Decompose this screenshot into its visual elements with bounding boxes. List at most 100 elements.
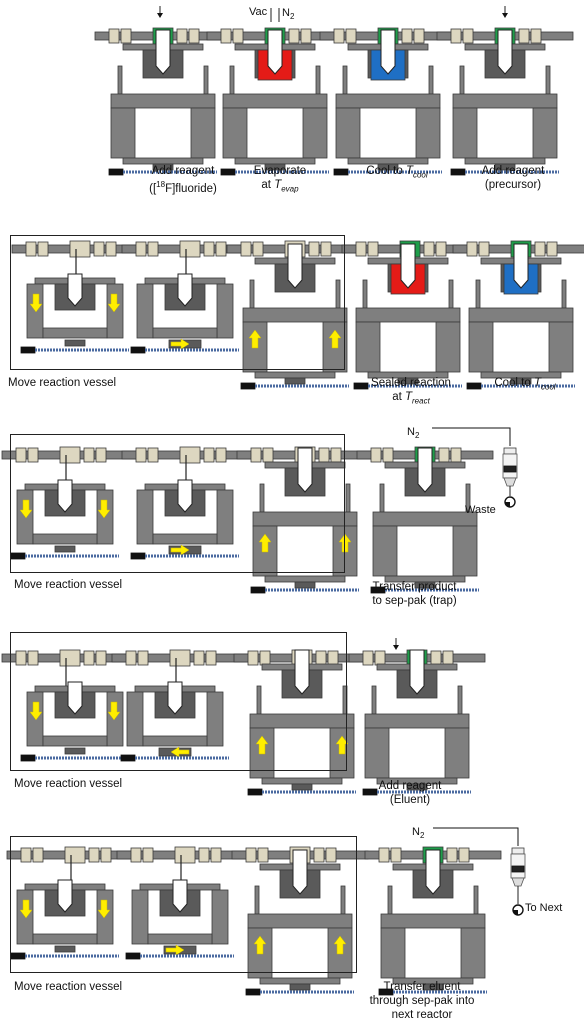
base-plate [254, 371, 336, 379]
manifold-block [120, 28, 132, 44]
arrow-up-icon [333, 935, 347, 955]
reactor-lowered [130, 273, 239, 354]
lift-frame [142, 735, 208, 747]
reactor-lowered [20, 681, 129, 762]
manifold-block [215, 447, 227, 463]
manifold-block [83, 650, 95, 666]
screw-nut [422, 983, 444, 991]
lift-frame [42, 327, 108, 339]
transfer-line [432, 427, 511, 446]
screw-nut [291, 783, 313, 791]
cartridge-top [503, 447, 517, 455]
manifold-block [37, 241, 49, 257]
lift-column-right [206, 691, 224, 747]
reaction-vessel [57, 479, 73, 513]
lift-frame [468, 307, 574, 323]
lift-column-left [136, 283, 154, 339]
manifold [1, 446, 139, 464]
dispense-arrow-icon [157, 13, 163, 18]
lift-frame [32, 533, 98, 545]
lift-frame [252, 511, 358, 527]
arrow-right-icon [170, 338, 190, 350]
reaction-vessel [400, 243, 416, 289]
reaction-vessel [172, 879, 188, 913]
lift-column-left [110, 107, 136, 159]
reactor-lowered [130, 479, 239, 560]
move-vessel-frame-4 [10, 836, 357, 973]
screw-nut [377, 163, 399, 171]
arrow-up-icon [338, 533, 352, 553]
manifold-block [534, 241, 546, 257]
screw-nut [54, 545, 76, 553]
manifold-block [95, 447, 107, 463]
reactor-raised [450, 29, 559, 176]
manifold-block [320, 241, 332, 257]
manifold-block [176, 28, 188, 44]
cartridge-band [511, 865, 525, 873]
manifold-block [125, 650, 137, 666]
manifold-block [240, 241, 252, 257]
arrow-right-icon [165, 944, 185, 956]
label-move-reaction-vessel-4: Move reaction vessel [14, 981, 123, 993]
lift-column-right [415, 107, 441, 159]
reaction-vessel [497, 29, 513, 75]
motor [450, 168, 466, 176]
transfer-line-row5 [433, 827, 519, 846]
support-rod [473, 885, 479, 915]
manifold-block [374, 650, 386, 666]
label-cool-2: Cool to Tcool [494, 377, 556, 392]
manifold-block [413, 28, 425, 44]
arrow-up-icon [255, 735, 269, 755]
manifold-block [105, 241, 117, 257]
motor [333, 168, 349, 176]
manifold-block [20, 847, 32, 863]
manifold-block [27, 650, 39, 666]
screw-nut [414, 581, 436, 589]
label-cool: Cool to Tcool [366, 165, 428, 180]
arrow-down-icon [29, 293, 43, 313]
support-rod [561, 279, 567, 309]
lift-column-right [532, 107, 558, 159]
support-rod [371, 685, 377, 715]
lift-frame [372, 511, 478, 527]
manifold-block [438, 447, 450, 463]
motor [247, 788, 263, 796]
lift-column-left [468, 321, 494, 373]
support-rod [203, 65, 209, 95]
manifold-block [252, 241, 264, 257]
reactor-lowered [120, 681, 229, 762]
manifold-block [215, 241, 227, 257]
vac-label: Vac [249, 6, 268, 18]
manifold-block [93, 241, 105, 257]
reaction-vessel [425, 849, 441, 895]
manifold-block [466, 241, 478, 257]
reaction-vessel [409, 649, 425, 695]
label-sealed-reaction: Sealed reaction at Treact [371, 377, 451, 406]
manifold [111, 649, 249, 667]
dispense-arrow-icon [393, 645, 399, 650]
reaction-vessel [294, 649, 310, 695]
reaction-vessel [292, 849, 308, 895]
reactor-lowered [125, 879, 234, 960]
reaction-vessel [513, 243, 529, 289]
lift-column-right [216, 283, 234, 339]
reaction-vessel [417, 447, 433, 493]
valve-block [64, 846, 86, 864]
manifold-block [137, 650, 149, 666]
screw-nut [397, 377, 419, 385]
valve-block [59, 446, 81, 464]
support-rod [545, 65, 551, 95]
label-transfer-eluent: Transfer eluent through sep-pak into nex… [369, 981, 475, 1021]
reaction-vessel [67, 681, 83, 715]
screw-nut [64, 747, 86, 755]
arrow-up-icon [328, 329, 342, 349]
move-vessel-frame-3 [10, 632, 347, 771]
manifold-block [288, 28, 300, 44]
screw-nut [54, 945, 76, 953]
lift-column-left [126, 691, 144, 747]
manifold-block [247, 650, 259, 666]
valve-block [174, 846, 196, 864]
manifold-block [250, 447, 262, 463]
manifold-block [382, 447, 394, 463]
